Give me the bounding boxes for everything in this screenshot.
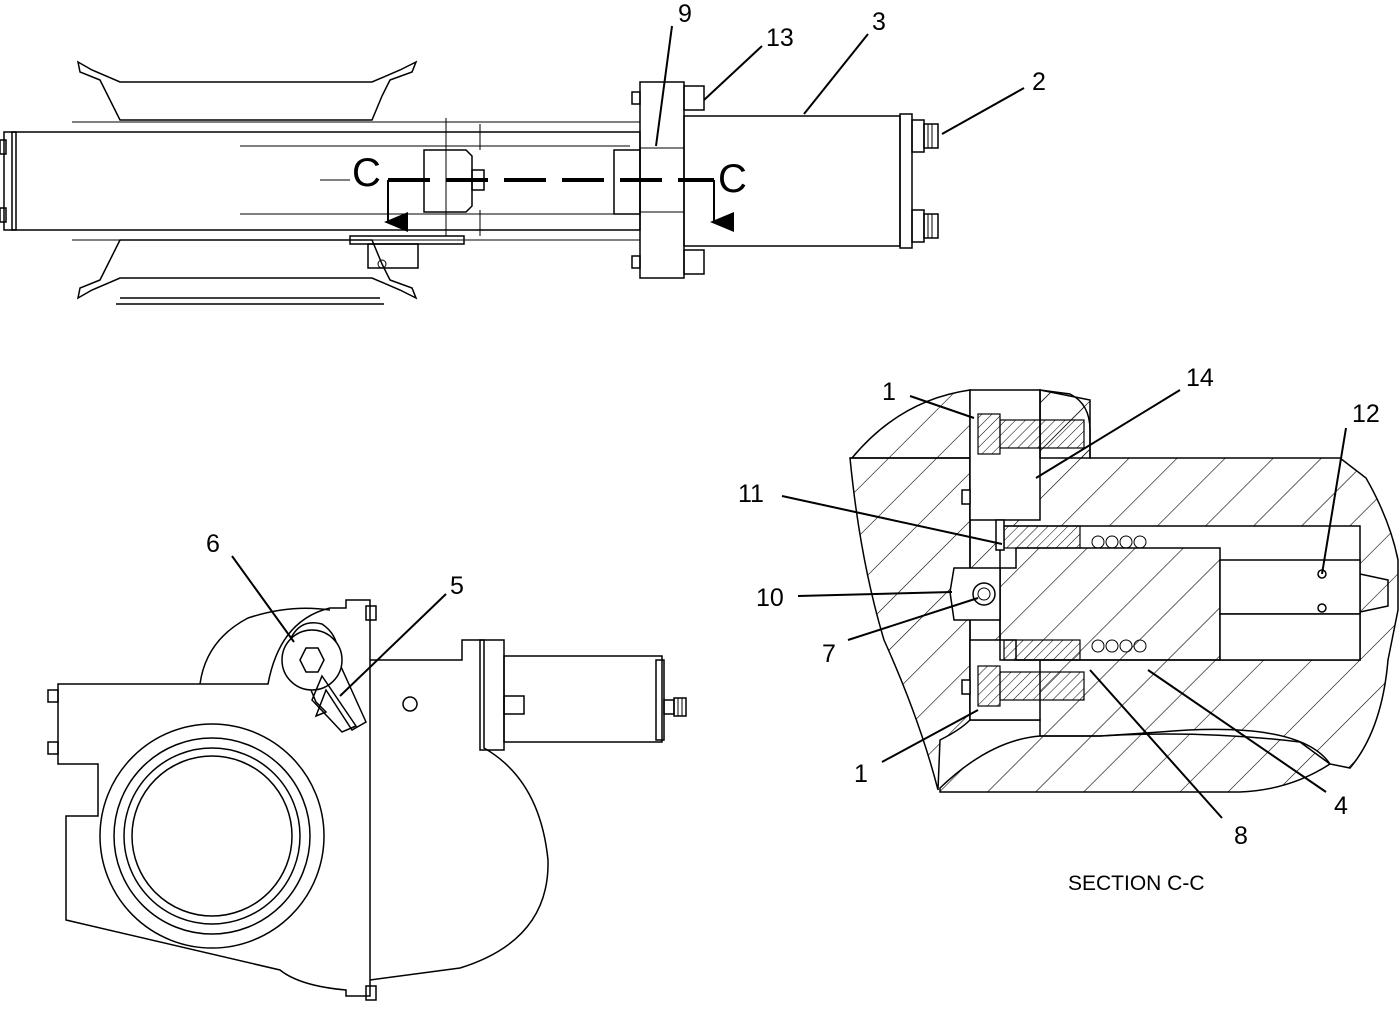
callout-4: 4: [1334, 792, 1348, 820]
top-view: C C: [0, 60, 939, 305]
callout-12: 12: [1352, 400, 1380, 428]
callout-8: 8: [1234, 822, 1248, 850]
section-view: [849, 389, 1399, 793]
callout-14: 14: [1186, 364, 1214, 392]
callout-11: 11: [738, 480, 764, 508]
callout-1-bottom: 1: [854, 760, 868, 788]
callout-9: 9: [678, 0, 692, 28]
section-caption: SECTION C-C: [1068, 872, 1205, 895]
callout-7: 7: [822, 640, 836, 668]
callout-labels: 9 13 3 2 6 5 1 14 11 12 10 7 1 4 8 SECTI…: [206, 0, 1380, 895]
callout-3: 3: [872, 8, 886, 36]
callout-2: 2: [1032, 68, 1046, 96]
leaders: [231, 25, 1347, 819]
callout-13: 13: [766, 24, 794, 52]
callout-10: 10: [756, 584, 784, 612]
callout-1-top: 1: [882, 378, 896, 406]
section-marker-right: C: [718, 157, 747, 201]
side-view: [47, 599, 687, 1001]
callout-5: 5: [450, 572, 464, 600]
callout-6: 6: [206, 530, 220, 558]
section-marker-left: C: [352, 151, 381, 195]
